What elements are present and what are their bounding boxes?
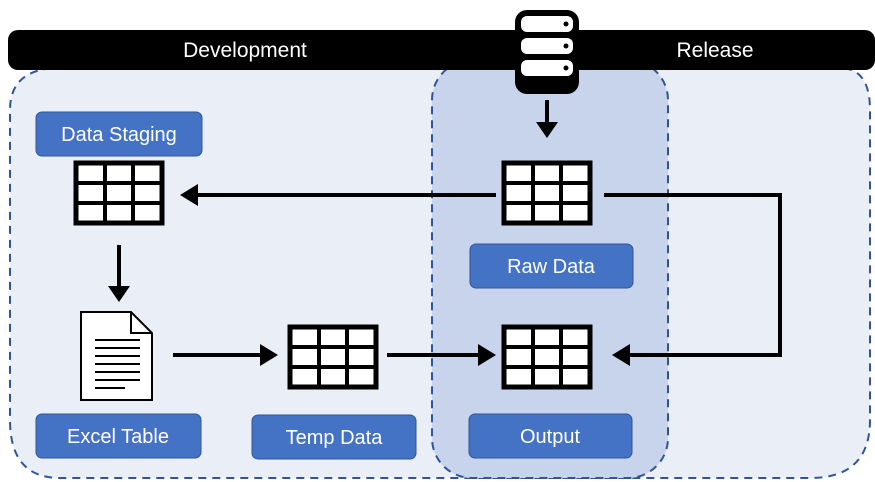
data-staging-label: Data Staging [61, 124, 177, 146]
arrow-raw-to-staging [180, 184, 496, 206]
arrow-raw-to-output-loop [604, 193, 782, 366]
temp-data-node[interactable]: Temp Data [251, 414, 417, 460]
document-icon [80, 311, 153, 401]
temp-data-table-icon [287, 324, 379, 390]
header-bar [8, 30, 875, 70]
database-icon [515, 10, 579, 94]
data-staging-table-icon [73, 160, 165, 226]
arrow-database-to-raw [536, 100, 558, 138]
raw-data-label: Raw Data [507, 256, 596, 278]
output-table-icon [501, 324, 593, 390]
raw-data-table-icon [501, 160, 593, 226]
data-staging-node[interactable]: Data Staging [35, 111, 203, 157]
release-label: Release [676, 39, 753, 62]
development-label: Development [183, 39, 307, 62]
excel-table-node[interactable]: Excel Table [35, 413, 202, 459]
arrow-excel-to-temp [173, 344, 278, 366]
output-node[interactable]: Output [468, 413, 633, 459]
arrow-temp-to-output [387, 344, 496, 366]
excel-table-label: Excel Table [67, 426, 169, 448]
arrow-staging-to-excel [108, 245, 130, 302]
temp-data-label: Temp Data [286, 427, 384, 449]
raw-data-node[interactable]: Raw Data [469, 243, 634, 289]
output-label: Output [520, 426, 580, 448]
